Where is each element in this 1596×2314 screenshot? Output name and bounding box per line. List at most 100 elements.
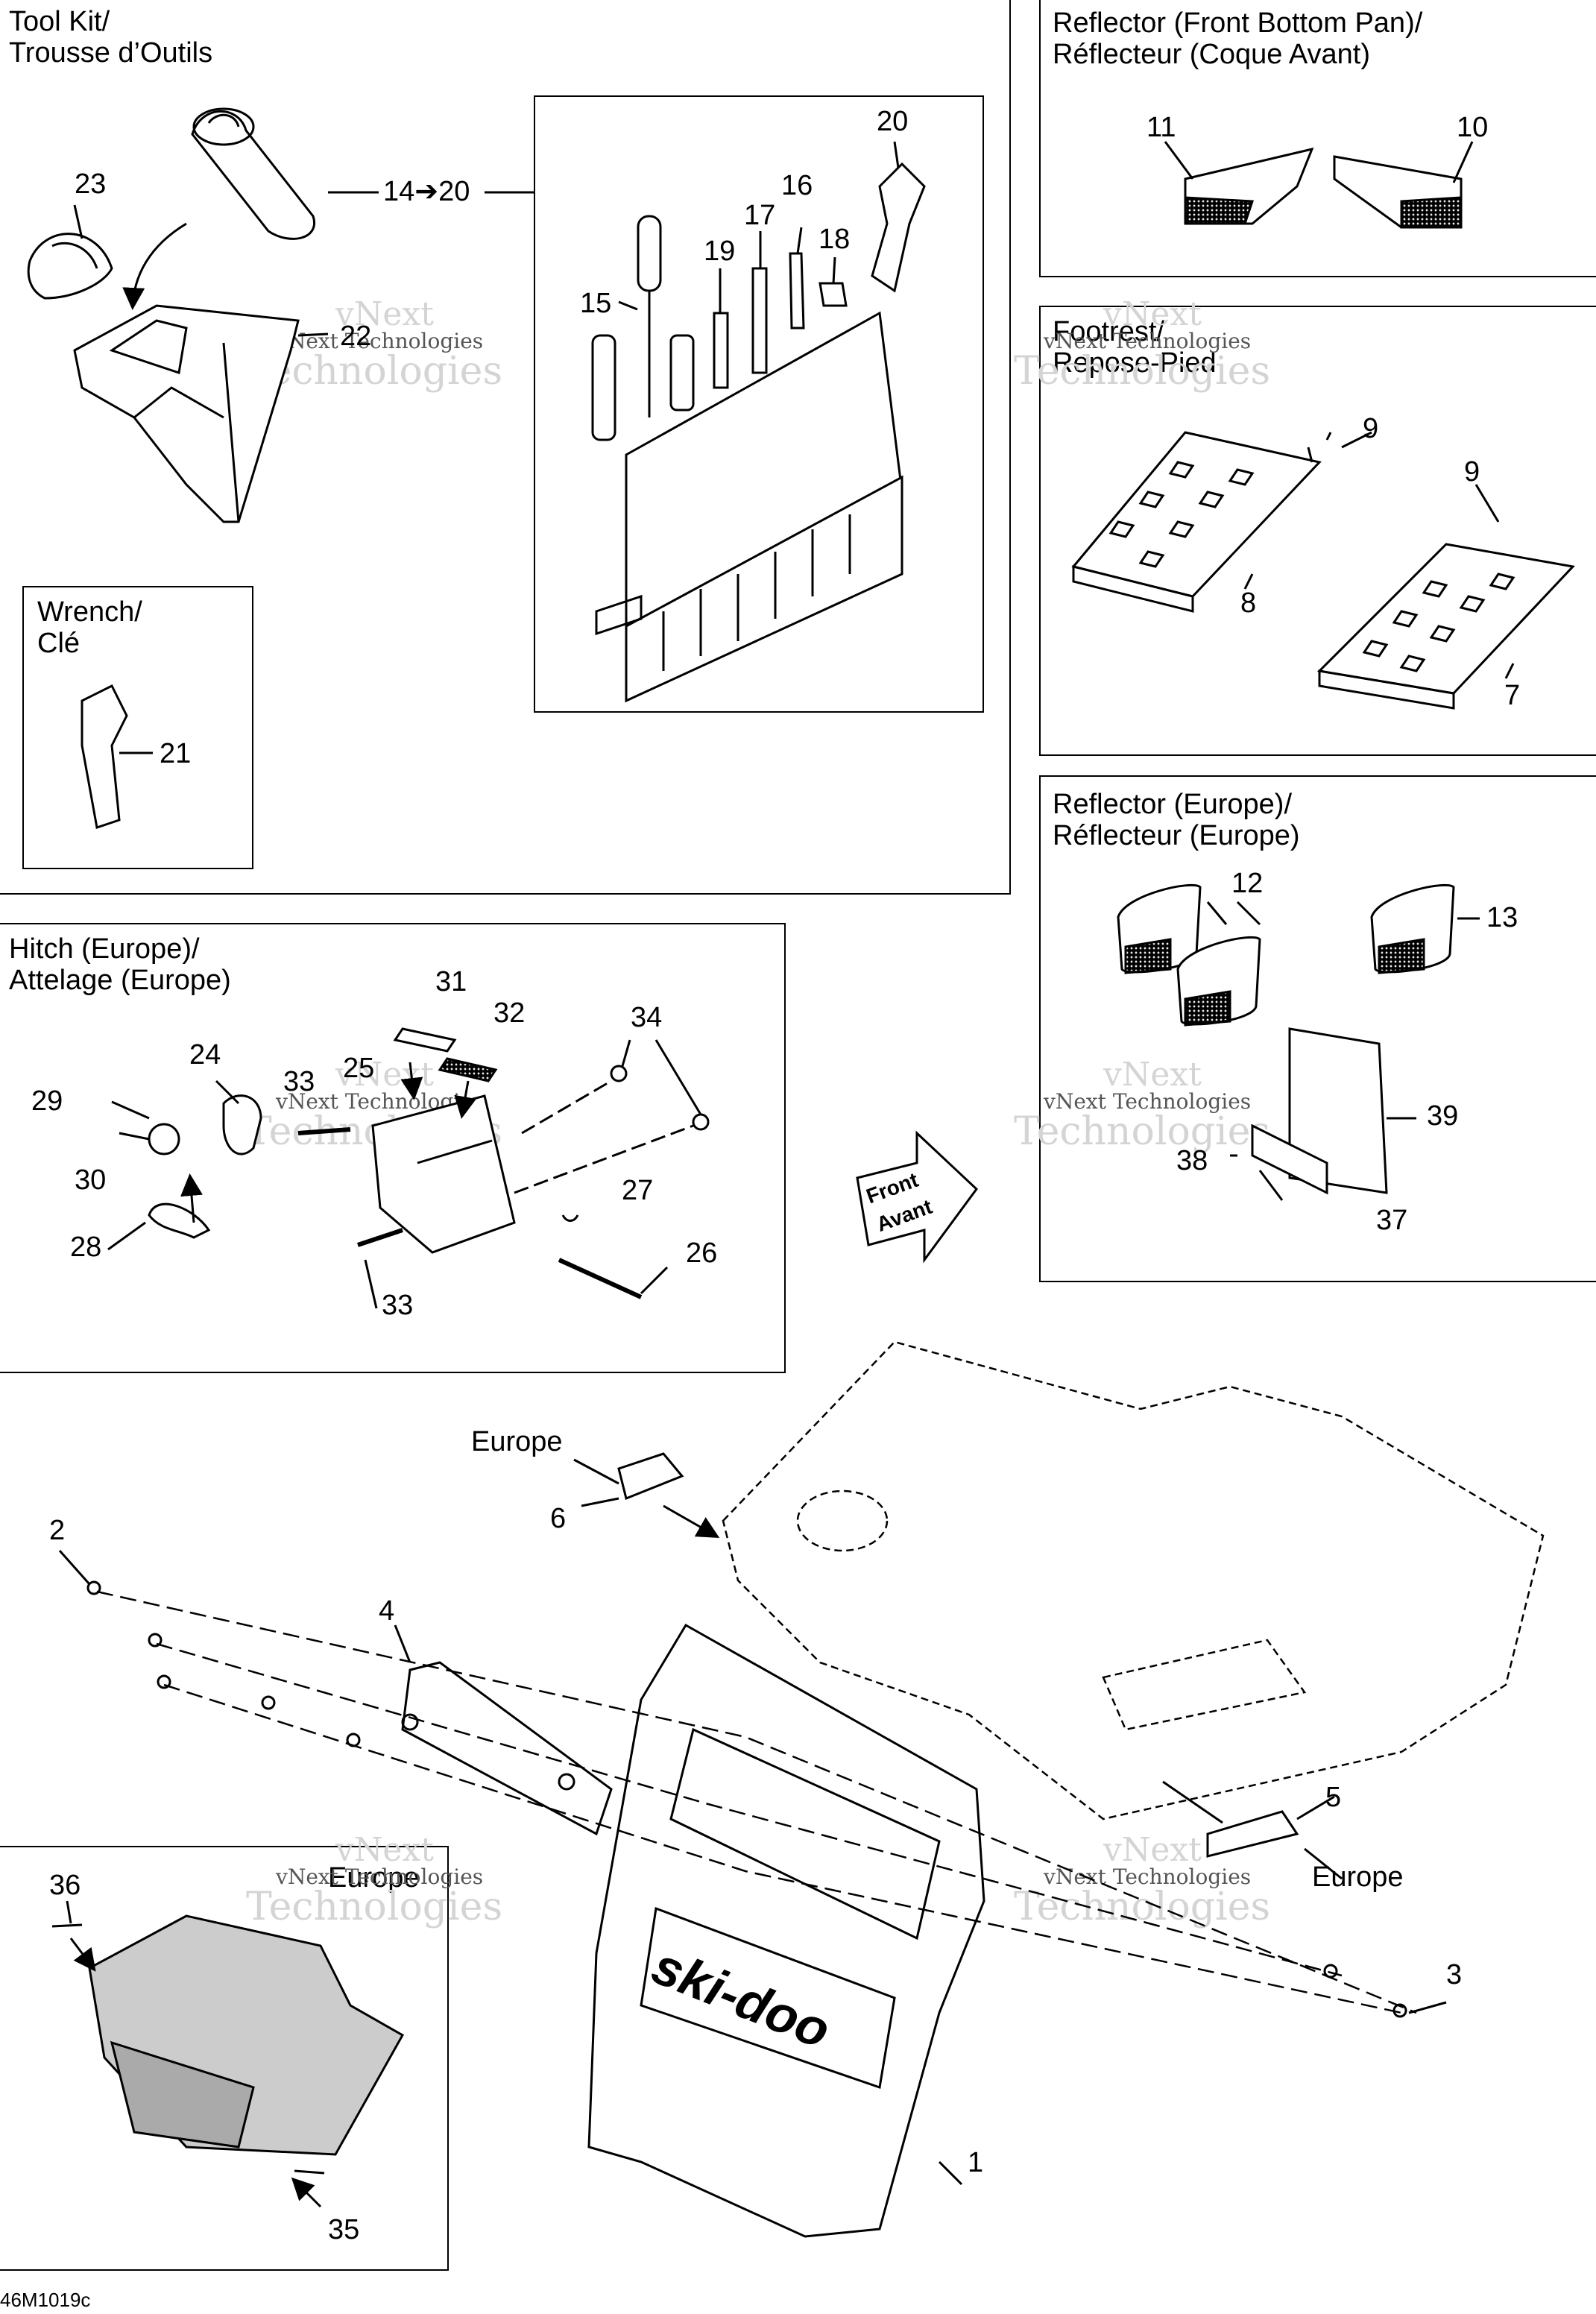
wrench-drawing: [81, 684, 128, 829]
dash-lines: [96, 1590, 1417, 2014]
tool-kit-title: Tool Kit/ Trousse d’Outils: [9, 6, 213, 69]
callout-13: 13: [1486, 902, 1518, 933]
inset-title: Europe: [328, 1862, 420, 1894]
callout-38: 38: [1176, 1145, 1208, 1176]
inset-pan: [88, 1914, 405, 2156]
reflector-front-title: Reflector (Front Bottom Pan)/ Réflecteur…: [1053, 7, 1423, 70]
callout-20: 20: [877, 106, 909, 137]
bolt-33: [297, 1127, 351, 1135]
callout-8: 8: [1240, 587, 1257, 619]
reflector-12a: [1117, 883, 1202, 974]
europe-label-6: Europe: [471, 1426, 563, 1457]
drawing-code: 46M1019c: [0, 2289, 91, 2311]
leader: [297, 332, 329, 337]
callout-18: 18: [818, 224, 851, 255]
callout-37: 37: [1376, 1205, 1408, 1236]
tool-bag: [191, 107, 316, 240]
front-pan-1: [587, 1623, 985, 2238]
callout-5: 5: [1325, 1782, 1342, 1813]
tool-pouch: [595, 311, 903, 703]
decal-31: [393, 1027, 457, 1053]
callout-31: 31: [435, 966, 467, 997]
footrest-8: [1071, 431, 1322, 613]
decal-32: [438, 1057, 498, 1082]
strap: [27, 233, 113, 300]
callout-7: 7: [1504, 680, 1521, 711]
callout-27: 27: [622, 1175, 654, 1206]
callout-6: 6: [550, 1503, 567, 1534]
reflector-5: [1206, 1810, 1299, 1858]
callout-14-20: 14➔20: [383, 176, 470, 207]
reflector-10: [1333, 155, 1463, 229]
hitch-part-24: [222, 1094, 262, 1156]
tool-kit-panel: [0, 0, 1011, 895]
callout-16: 16: [781, 170, 813, 201]
callout-1: 1: [968, 2147, 984, 2178]
callout-12: 12: [1231, 868, 1264, 899]
screwdriver: [637, 215, 662, 417]
reflector-6: [617, 1452, 684, 1501]
reflector-europe-title: Reflector (Europe)/ Réflecteur (Europe): [1053, 789, 1300, 851]
tool-18: [818, 282, 848, 307]
callout-34: 34: [631, 1002, 663, 1033]
footrest-panel: [1039, 306, 1596, 756]
tool-20: [871, 162, 926, 293]
callout-11: 11: [1146, 112, 1176, 143]
front-arrow: [856, 1130, 978, 1264]
nut-34: [692, 1113, 710, 1131]
rod-26: [558, 1258, 643, 1299]
callout-19: 19: [704, 236, 736, 267]
callout-15: 15: [580, 288, 612, 319]
callout-23: 23: [75, 168, 107, 200]
footrest-title: Footrest/ Repose-Pied: [1053, 316, 1217, 379]
hitch-pin-28: [148, 1202, 211, 1239]
callout-33b: 33: [382, 1290, 414, 1321]
hook-27: [561, 1214, 579, 1222]
footrest-7: [1316, 543, 1575, 710]
plate-bracket-39: [1251, 1027, 1388, 1195]
reflector-13: [1370, 883, 1455, 974]
tool-16: [789, 252, 805, 330]
callout-33a: 33: [283, 1066, 315, 1097]
tool-kit-bracket: [73, 304, 300, 523]
callout-2: 2: [49, 1515, 66, 1546]
tool-kit-detail-box: [534, 95, 984, 713]
callout-4: 4: [379, 1595, 395, 1627]
callout-22: 22: [340, 321, 372, 352]
callout-10: 10: [1457, 112, 1489, 143]
inset-panel: [0, 1846, 449, 2271]
callout-28: 28: [70, 1232, 102, 1263]
reflector-12b: [1176, 936, 1261, 1027]
wrench-title: Wrench/ Clé: [37, 596, 142, 659]
hitch-title: Hitch (Europe)/ Attelage (Europe): [9, 933, 231, 996]
callout-3: 3: [1446, 1959, 1463, 1990]
reflector-europe-panel: [1039, 775, 1596, 1282]
callout-24: 24: [189, 1039, 221, 1071]
callout-32: 32: [493, 997, 526, 1029]
callout-9b: 9: [1464, 456, 1480, 488]
tool-17: [751, 267, 768, 374]
bolt-33: [357, 1228, 403, 1247]
callout-39: 39: [1427, 1100, 1459, 1132]
leader: [73, 204, 83, 239]
callout-26: 26: [686, 1238, 718, 1269]
callout-25: 25: [343, 1053, 375, 1084]
hitch-panel: [0, 923, 786, 1373]
bottom-pan-outline: [722, 1340, 1545, 1820]
callout-30: 30: [75, 1164, 107, 1196]
callout-36: 36: [49, 1870, 81, 1901]
leader: [122, 222, 187, 310]
hitch-bracket: [371, 1094, 516, 1254]
callout-35: 35: [328, 2214, 360, 2245]
callout-9a: 9: [1363, 413, 1379, 444]
reflector-11: [1184, 147, 1314, 225]
hitch-part-30: [148, 1123, 180, 1156]
callout-21: 21: [160, 738, 192, 769]
tool-19: [713, 312, 729, 389]
nut-34: [610, 1065, 628, 1082]
